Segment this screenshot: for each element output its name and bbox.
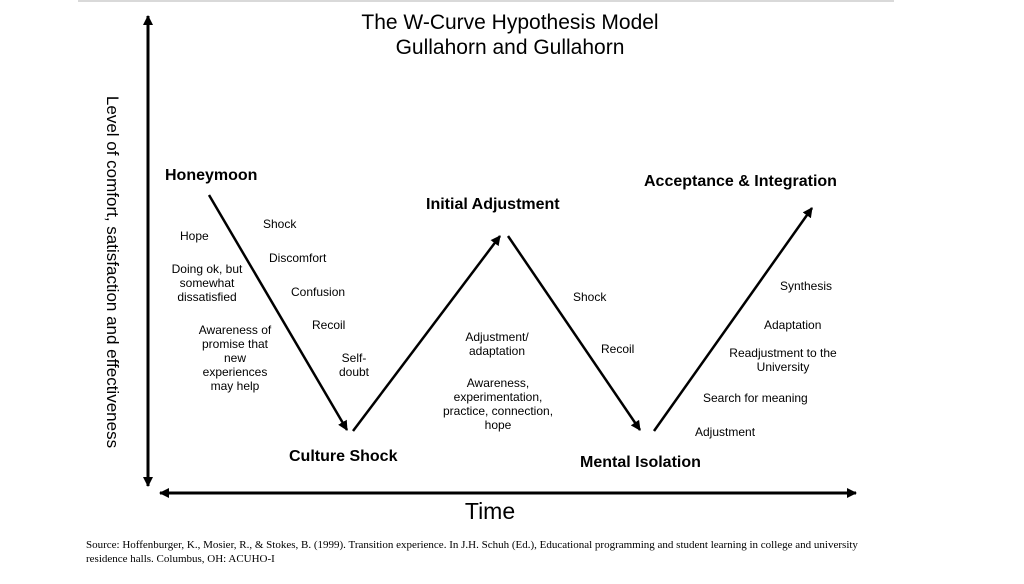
x-axis-label: Time — [464, 498, 516, 524]
note-readjustment: Readjustment to the University — [729, 346, 837, 374]
top-rule — [78, 0, 894, 2]
diagram-title: The W-Curve Hypothesis Model — [361, 11, 659, 34]
curve-segment-decline-2 — [506, 235, 642, 431]
note-self-doubt: Self- doubt — [338, 351, 370, 379]
stage-acceptance-integration: Acceptance & Integration — [644, 173, 837, 190]
note-shock-2: Shock — [573, 290, 607, 304]
note-doing-ok: Doing ok, but somewhat dissatisfied — [171, 262, 243, 304]
note-discomfort: Discomfort — [269, 251, 327, 265]
curve-segment-rise-1 — [352, 235, 501, 432]
note-confusion: Confusion — [291, 285, 346, 299]
note-recoil-1: Recoil — [312, 318, 346, 332]
curve-segment-rise-2 — [652, 207, 814, 432]
note-adjustment-adaptation: Adjustment/ adaptation — [465, 330, 529, 358]
note-adaptation: Adaptation — [764, 318, 822, 332]
note-adjustment: Adjustment — [695, 425, 756, 439]
note-awareness-promise: Awareness of promise that new experience… — [198, 323, 272, 393]
note-recoil-2: Recoil — [601, 342, 635, 356]
note-synthesis: Synthesis — [780, 279, 833, 293]
curve-segment-decline-1 — [207, 194, 349, 431]
stage-initial-adjustment: Initial Adjustment — [426, 196, 560, 213]
stage-honeymoon: Honeymoon — [165, 167, 258, 184]
note-hope: Hope — [180, 229, 209, 243]
note-awareness-experimentation: Awareness, experimentation, practice, co… — [442, 376, 554, 432]
note-shock-1: Shock — [263, 217, 297, 231]
source-citation: Source: Hoffenburger, K., Mosier, R., & … — [86, 539, 858, 565]
y-axis-label: Level of comfort, satisfaction and effec… — [103, 95, 122, 449]
note-search-for-meaning: Search for meaning — [703, 391, 808, 405]
stage-culture-shock: Culture Shock — [289, 448, 398, 465]
diagram-subtitle: Gullahorn and Gullahorn — [395, 36, 625, 59]
stage-mental-isolation: Mental Isolation — [580, 454, 701, 471]
